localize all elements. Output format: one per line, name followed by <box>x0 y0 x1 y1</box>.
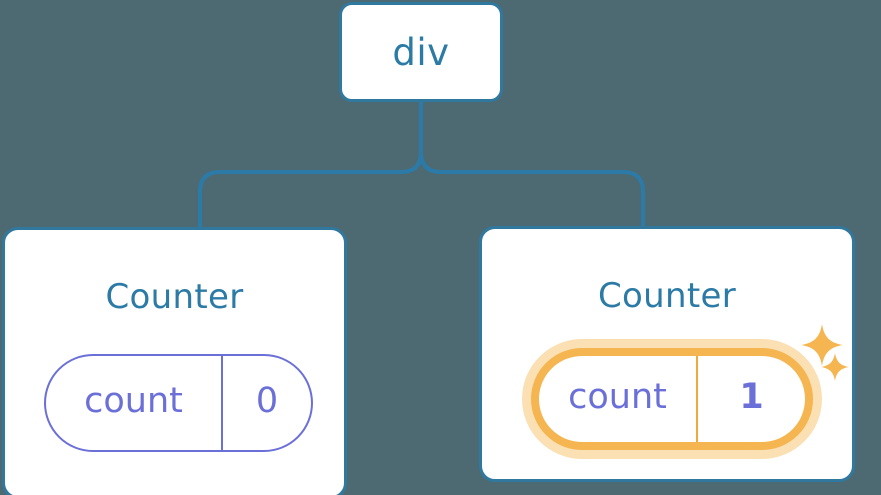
node-counter-right[interactable]: Counter count 1 <box>479 226 855 482</box>
state-pill-right-key: count <box>568 377 667 417</box>
node-div[interactable]: div <box>339 2 503 102</box>
state-pill-right-highlight[interactable]: count 1 <box>522 339 822 459</box>
sparkle-icon <box>821 353 849 381</box>
state-pill-left-value: 0 <box>221 356 311 450</box>
connector-branch-right <box>419 151 645 230</box>
state-pill-left-key: count <box>84 381 183 421</box>
sparkle-icon <box>801 324 843 366</box>
node-counter-left[interactable]: Counter count 0 <box>2 227 347 495</box>
connector-branch-left <box>198 151 423 230</box>
state-pill-left[interactable]: count 0 <box>44 354 313 452</box>
node-div-label: div <box>392 30 450 74</box>
state-pill-right[interactable]: count 1 <box>539 356 805 442</box>
node-counter-right-title: Counter <box>598 276 736 316</box>
node-counter-left-title: Counter <box>105 277 244 317</box>
state-pill-right-value: 1 <box>696 356 805 442</box>
